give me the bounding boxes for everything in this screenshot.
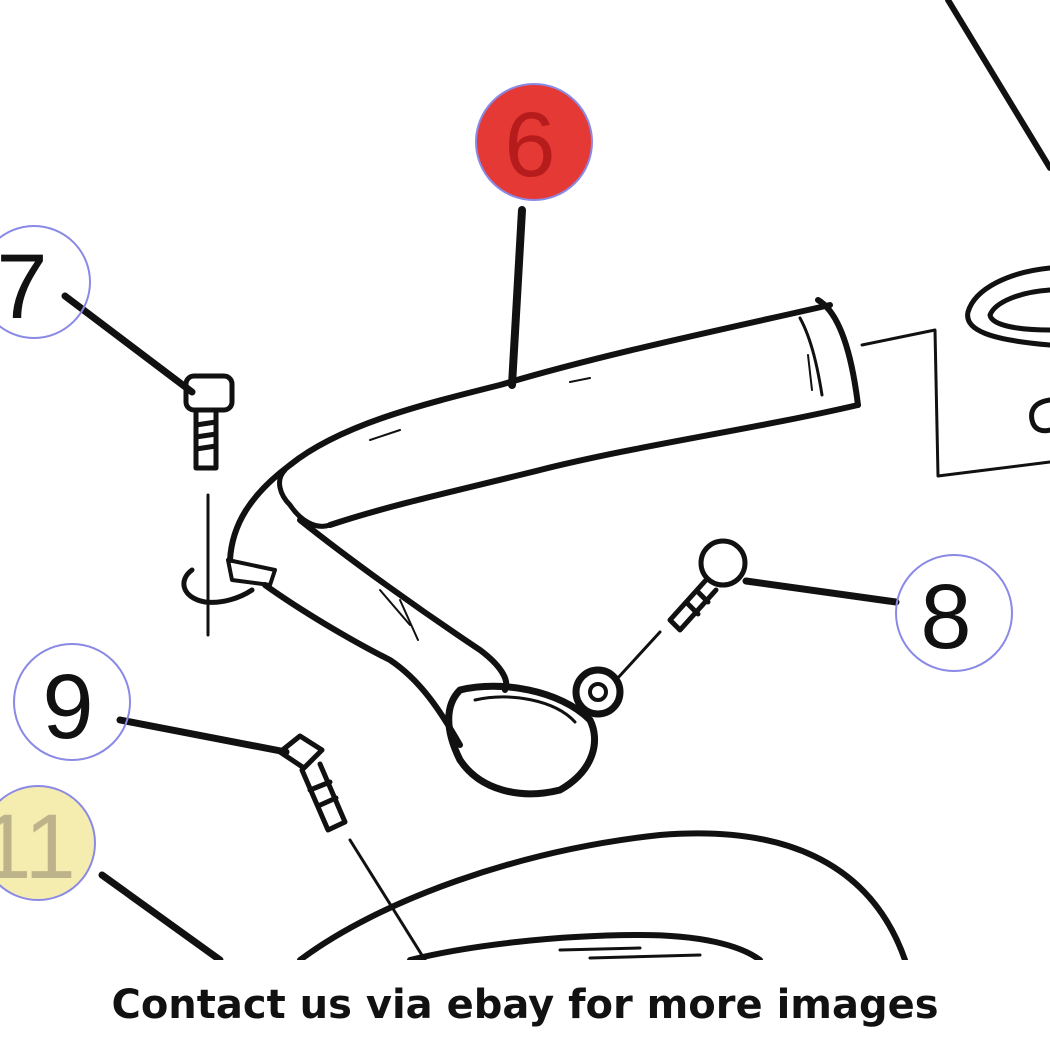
adjacent-part-right bbox=[965, 265, 1050, 434]
svg-text:9: 9 bbox=[42, 656, 93, 758]
callout-6: 6 bbox=[475, 83, 593, 201]
leader-7 bbox=[61, 292, 196, 396]
bolt-8 bbox=[667, 538, 748, 633]
bolt-8-axis-line bbox=[614, 630, 662, 682]
adjacent-part-bottom bbox=[297, 830, 908, 960]
leader-6 bbox=[508, 206, 526, 389]
svg-text:7: 7 bbox=[0, 236, 48, 338]
top-right-leader bbox=[945, 0, 1050, 171]
callout-9: 9 bbox=[13, 643, 131, 761]
bolt-9-axis-line bbox=[348, 838, 427, 960]
leader-11 bbox=[98, 871, 224, 960]
callout-8: 8 bbox=[895, 554, 1013, 672]
leader-8 bbox=[742, 577, 900, 606]
leader-9 bbox=[116, 716, 290, 756]
water-pipe bbox=[226, 297, 861, 798]
bolt-9 bbox=[277, 733, 348, 833]
contact-footer: Contact us via ebay for more images bbox=[111, 982, 939, 1028]
bolt-7 bbox=[183, 373, 235, 471]
callout-7: 7 bbox=[0, 225, 91, 339]
svg-text:6: 6 bbox=[504, 94, 555, 196]
clip bbox=[181, 567, 255, 605]
bracket-line bbox=[860, 328, 1050, 478]
parts-diagram: 6 7 8 9 11 bbox=[0, 0, 1050, 960]
svg-text:8: 8 bbox=[920, 566, 971, 668]
svg-text:11: 11 bbox=[0, 796, 76, 898]
callout-11: 11 bbox=[0, 785, 96, 901]
